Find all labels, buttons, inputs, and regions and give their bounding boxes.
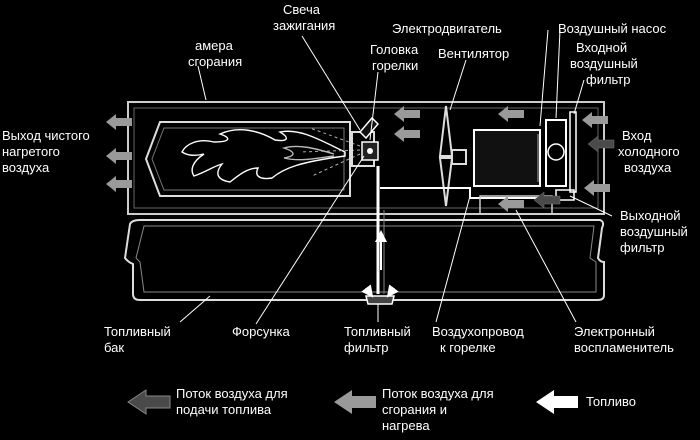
heater-casing-inner bbox=[133, 107, 599, 209]
nozzle-tip bbox=[367, 148, 373, 154]
motor bbox=[473, 129, 541, 187]
legend-arrow-grey bbox=[334, 390, 376, 414]
intake-filter-shape bbox=[569, 111, 577, 193]
combustion-chamber bbox=[144, 121, 351, 197]
combustion-chamber-inner bbox=[151, 127, 345, 191]
air-pump-label: Воздушный насос bbox=[558, 21, 667, 36]
igniter-box bbox=[479, 195, 553, 215]
spark-plug bbox=[358, 116, 380, 140]
legend-text-fuel: Топливо bbox=[586, 394, 636, 409]
fuel-tank-body bbox=[123, 219, 605, 301]
air-duct bbox=[380, 187, 558, 199]
air-pump-rotor bbox=[547, 143, 565, 161]
fan bbox=[438, 105, 467, 207]
fan-label: Вентилятор bbox=[438, 46, 509, 61]
legend-arrow-dark bbox=[127, 389, 171, 415]
fuel-airflow-arrows bbox=[533, 135, 615, 209]
nozzle-label: Форсунка bbox=[232, 324, 290, 339]
fuel-filter-arrows bbox=[361, 284, 399, 298]
motor-label: Электродвигатель bbox=[392, 21, 502, 36]
fuel-filter-shape bbox=[365, 295, 395, 305]
combustion-airflow-arrows bbox=[106, 106, 610, 212]
legend-arrow-white bbox=[536, 390, 578, 414]
leader-lines bbox=[179, 29, 613, 325]
flame bbox=[181, 129, 346, 183]
air-pump bbox=[545, 119, 567, 187]
outlet-filter-shape bbox=[555, 189, 575, 201]
legend-item-fuel: Топливо bbox=[536, 390, 636, 414]
fuel-tank-inner bbox=[135, 225, 597, 293]
